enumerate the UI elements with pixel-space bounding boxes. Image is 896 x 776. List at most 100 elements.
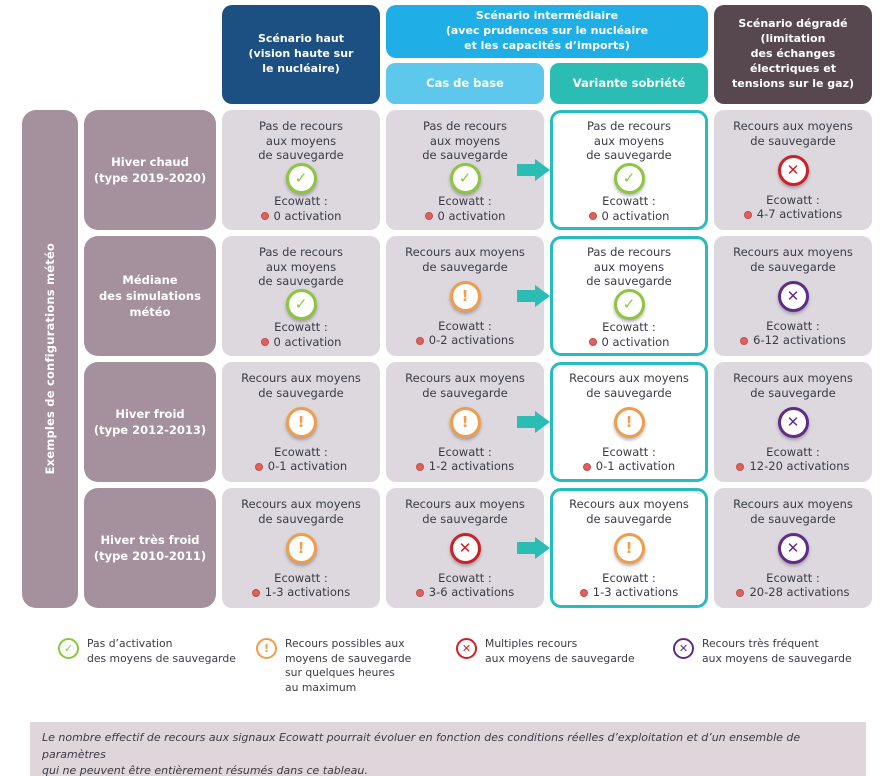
icon-glyph: ✕ <box>786 160 800 179</box>
warning-icon: ! <box>613 533 645 564</box>
cell-r4-degrade: Recours aux moyens de sauvegarde ✕ Ecowa… <box>714 488 872 608</box>
purple-cross-icon: ✕ <box>777 533 809 564</box>
right-arrow-icon <box>517 411 550 433</box>
arrow-head <box>535 159 550 181</box>
warning-icon: ! <box>613 407 645 438</box>
icon-glyph: ✓ <box>622 169 636 188</box>
row-label-hiver-froid: Hiver froid (type 2012-2013) <box>84 362 216 482</box>
cell-text: Recours aux moyens de sauvegarde <box>405 497 525 526</box>
ecowatt-label: Ecowatt : <box>602 444 656 459</box>
warning-icon: ! <box>449 407 481 438</box>
icon-glyph: ! <box>461 412 469 431</box>
ecowatt-value: 1-3 activations <box>264 585 351 600</box>
ecowatt-block: Ecowatt : 6-12 activations <box>740 319 846 348</box>
warning-icon: ! <box>256 638 277 659</box>
subheader-variante-sobriete: Variante sobriété <box>550 63 708 104</box>
icon-glyph: ✕ <box>786 412 800 431</box>
ecowatt-dot-icon <box>588 338 597 347</box>
warning-icon: ! <box>449 281 481 312</box>
cell-text: Pas de recours aux moyens de sauvegarde <box>586 245 672 289</box>
icon-glyph: ✓ <box>294 295 308 314</box>
cell-icon-area: ✕ <box>777 148 809 192</box>
header-scenario-intermediaire: Scénario intermédiaire (avec prudences s… <box>386 5 708 58</box>
cell-icon-area: ! <box>285 526 317 570</box>
right-arrow-icon <box>517 537 550 559</box>
check-icon: ✓ <box>58 638 79 659</box>
ecowatt-dot-icon <box>260 338 269 347</box>
warning-icon: ! <box>285 533 317 564</box>
subheader-row: Cas de base Variante sobriété <box>386 63 708 104</box>
ecowatt-line: 6-12 activations <box>740 333 846 348</box>
side-label-bar: Exemples de configurations météo <box>22 110 78 608</box>
cell-icon-area: ✓ <box>285 163 317 195</box>
ecowatt-dot-icon <box>736 588 745 597</box>
ecowatt-dot-icon <box>579 588 588 597</box>
legend-item-no-activation: ✓ Pas d’activation des moyens de sauvega… <box>58 637 236 666</box>
cell-icon-area: ! <box>449 400 481 444</box>
cell-r2-variante-sobriete: Pas de recours aux moyens de sauvegarde … <box>517 236 708 356</box>
header-scenario-degrade: Scénario dégradé (limitation des échange… <box>714 5 872 104</box>
header-scenario-haut: Scénario haut (vision haute sur le nuclé… <box>222 5 380 104</box>
ecowatt-block: Ecowatt : 3-6 activations <box>415 571 514 600</box>
ecowatt-block: Ecowatt : 1-2 activations <box>415 444 514 474</box>
ecowatt-block: Ecowatt : 0 activation <box>424 194 505 223</box>
cell-text: Pas de recours aux moyens de sauvegarde <box>258 119 344 163</box>
cell-r3-haut: Recours aux moyens de sauvegarde ! Ecowa… <box>222 362 380 482</box>
row-label-text: Hiver froid (type 2012-2013) <box>93 406 207 437</box>
ecowatt-block: Ecowatt : 0-1 activation <box>254 444 348 474</box>
cell-text: Pas de recours aux moyens de sauvegarde <box>258 245 344 289</box>
red-cross-icon: ✕ <box>456 638 477 659</box>
ecowatt-dot-icon <box>415 588 424 597</box>
arrow-head <box>535 285 550 307</box>
ecowatt-dot-icon <box>415 336 424 345</box>
red-cross-icon: ✕ <box>449 533 481 564</box>
subheader-cas-de-base-label: Cas de base <box>426 75 504 90</box>
icon-glyph: ✓ <box>63 642 74 655</box>
cell-text: Recours aux moyens de sauvegarde <box>569 497 689 526</box>
legend-item-multiples-recours: ✕ Multiples recours aux moyens de sauveg… <box>456 637 635 666</box>
legend: ✓ Pas d’activation des moyens de sauvega… <box>0 634 896 714</box>
ecowatt-block: Ecowatt : 0 activation <box>260 320 342 349</box>
ecowatt-label: Ecowatt : <box>274 444 328 459</box>
ecowatt-dot-icon <box>424 212 433 221</box>
ecowatt-value: 0 activation <box>273 334 342 349</box>
ecowatt-block: Ecowatt : 1-3 activations <box>251 571 351 600</box>
warning-icon: ! <box>285 407 317 438</box>
header-scenario-intermediaire-group: Scénario intermédiaire (avec prudences s… <box>386 5 708 104</box>
cell-text: Recours aux moyens de sauvegarde <box>405 245 525 274</box>
cell-text: Recours aux moyens de sauvegarde <box>733 371 853 400</box>
cell-icon-area: ✕ <box>777 274 809 318</box>
ecowatt-value: 0-1 activation <box>267 459 348 474</box>
ecowatt-value: 0 activation <box>601 208 670 223</box>
ecowatt-line: 0 activation <box>588 208 670 224</box>
icon-glyph: ✓ <box>622 295 636 314</box>
ecowatt-label: Ecowatt : <box>438 444 492 459</box>
icon-glyph: ✕ <box>786 538 800 557</box>
icon-glyph: ! <box>461 286 469 305</box>
legend-text: Pas d’activation des moyens de sauvegard… <box>87 637 236 665</box>
header-scenario-intermediaire-label: Scénario intermédiaire (avec prudences s… <box>445 9 649 52</box>
ecowatt-label: Ecowatt : <box>766 318 820 333</box>
cell-text: Recours aux moyens de sauvegarde <box>733 119 853 148</box>
cell-text: Recours aux moyens de sauvegarde <box>241 497 361 526</box>
cell-text: Recours aux moyens de sauvegarde <box>569 371 689 400</box>
ecowatt-block: Ecowatt : 0-2 activations <box>415 319 515 348</box>
cell-r3-degrade: Recours aux moyens de sauvegarde ✕ Ecowa… <box>714 362 872 482</box>
ecowatt-dot-icon <box>740 336 749 345</box>
cell-icon-area: ✕ <box>777 526 809 570</box>
ecowatt-block: Ecowatt : 0-1 activation <box>582 444 675 474</box>
ecowatt-value: 0 activation <box>601 334 670 349</box>
row-label-mediane: Médiane des simulations météo <box>84 236 216 356</box>
row-label-text: Médiane des simulations météo <box>99 272 201 320</box>
ecowatt-line: 0-1 activation <box>582 459 675 474</box>
ecowatt-value: 0-2 activations <box>428 333 515 348</box>
arrow-shaft <box>517 290 535 302</box>
ecowatt-dot-icon <box>415 462 424 471</box>
ecowatt-label: Ecowatt : <box>274 194 328 209</box>
ecowatt-label: Ecowatt : <box>438 194 492 209</box>
ecowatt-line: 0-2 activations <box>415 333 515 348</box>
cell-r4-haut: Recours aux moyens de sauvegarde ! Ecowa… <box>222 488 380 608</box>
legend-text: Recours possibles aux moyens de sauvegar… <box>285 637 412 694</box>
ecowatt-line: 1-3 activations <box>579 585 678 600</box>
